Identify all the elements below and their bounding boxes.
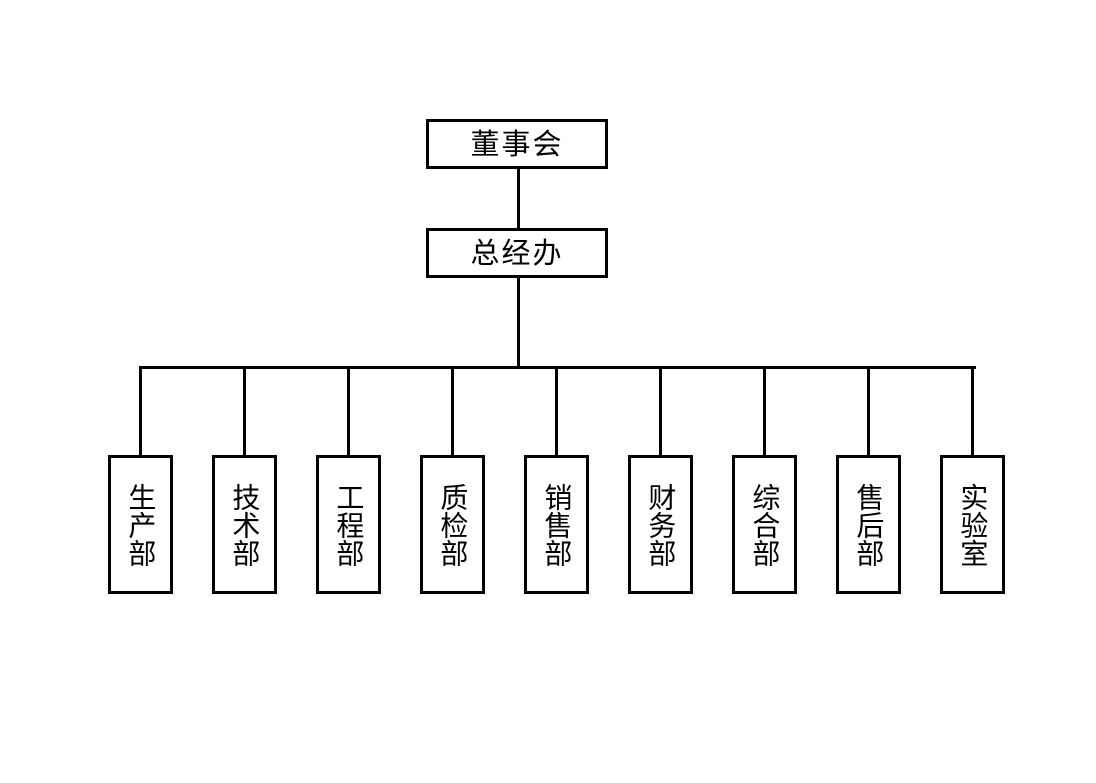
connector-drop-department-1 <box>139 366 142 456</box>
node-department-7[interactable]: 综合部 <box>732 455 797 594</box>
node-department-3-label: 工程部 <box>332 482 366 567</box>
node-department-3[interactable]: 工程部 <box>316 455 381 594</box>
connector-drop-department-7 <box>763 366 766 456</box>
node-department-6[interactable]: 财务部 <box>628 455 693 594</box>
node-department-2-label: 技术部 <box>228 482 262 567</box>
connector-drop-department-3 <box>347 366 350 456</box>
connector-drop-department-9 <box>971 366 974 456</box>
node-department-2[interactable]: 技术部 <box>212 455 277 594</box>
node-board-of-directors-label: 董事会 <box>470 126 564 161</box>
connector-drop-department-5 <box>555 366 558 456</box>
node-department-9-label: 实验室 <box>956 482 990 567</box>
node-department-5-label: 销售部 <box>540 482 574 567</box>
connector-horizontal-bus <box>141 366 976 369</box>
node-board-of-directors[interactable]: 董事会 <box>426 119 608 169</box>
connector-drop-department-4 <box>451 366 454 456</box>
node-general-manager-office[interactable]: 总经办 <box>426 228 608 278</box>
connector-drop-department-6 <box>659 366 662 456</box>
node-department-5[interactable]: 销售部 <box>524 455 589 594</box>
node-department-8-label: 售后部 <box>852 482 886 567</box>
node-department-8[interactable]: 售后部 <box>836 455 901 594</box>
connector-gm-office-to-bus <box>517 277 520 368</box>
connector-drop-department-8 <box>867 366 870 456</box>
node-department-1-label: 生产部 <box>124 482 158 567</box>
node-department-9[interactable]: 实验室 <box>940 455 1005 594</box>
connector-board-to-gm-office <box>517 168 520 229</box>
node-department-6-label: 财务部 <box>644 482 678 567</box>
node-department-1[interactable]: 生产部 <box>108 455 173 594</box>
node-department-4-label: 质检部 <box>436 482 470 567</box>
node-general-manager-office-label: 总经办 <box>470 235 564 270</box>
node-department-7-label: 综合部 <box>748 482 782 567</box>
node-department-4[interactable]: 质检部 <box>420 455 485 594</box>
connector-drop-department-2 <box>243 366 246 456</box>
